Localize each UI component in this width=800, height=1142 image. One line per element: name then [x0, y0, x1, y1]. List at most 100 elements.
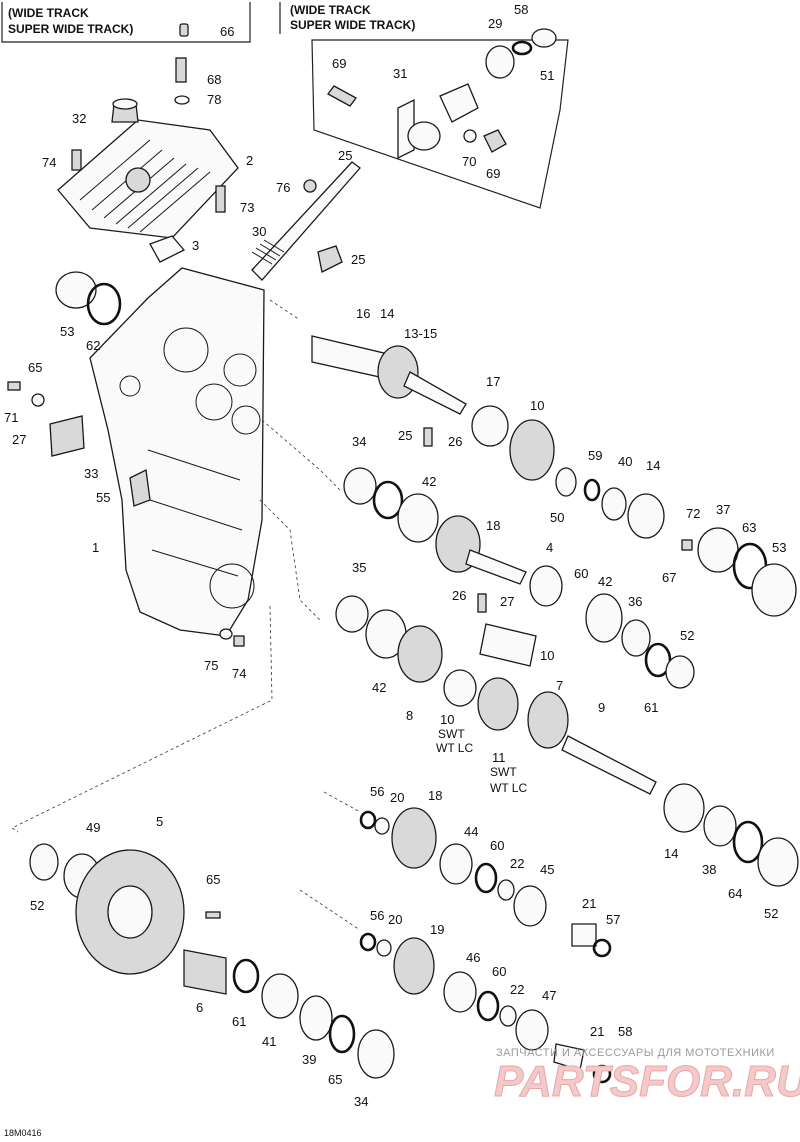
part-65-sensor [175, 57, 187, 83]
part-57-circlip [232, 958, 260, 994]
callout-34-b: 35 [352, 560, 366, 575]
part-20-washer-b [376, 939, 392, 957]
part-60-circlip-c [732, 820, 764, 864]
part-11-gear [509, 419, 555, 481]
callout-58: 60 [490, 838, 504, 853]
callout-50: 53 [772, 540, 786, 555]
inset-right-box: (WIDE TRACK SUPER WIDE TRACK) [279, 2, 569, 209]
part-12-gear [477, 677, 519, 731]
callout-14-b: 14 [646, 458, 660, 473]
callout-75: 78 [207, 92, 221, 107]
part-22-washer-b [499, 1005, 517, 1027]
callout-52: 56 [370, 784, 384, 799]
callout-25: 25 [398, 428, 412, 443]
part-49-cap [665, 655, 695, 689]
callout-1: 1 [92, 540, 99, 555]
variant-note-10-line2: WT LC [436, 741, 473, 755]
callout-24: 25 [351, 252, 365, 267]
part-50-cap [751, 563, 797, 617]
part-44-needle-bearing [555, 467, 577, 497]
part-23-shaft [251, 161, 361, 281]
part-76-housing [439, 83, 479, 123]
shift-shaft-assembly [251, 161, 361, 281]
part-64-bolt [681, 539, 693, 551]
callout-44: 50 [550, 510, 564, 525]
callout-67: 69 [486, 166, 500, 181]
callout-60-b: 63 [742, 520, 756, 535]
part-14-bearing-b [663, 783, 705, 833]
callout-21-b: 21 [590, 1024, 604, 1039]
callout-58-b: 60 [492, 964, 506, 979]
part-66-grommet [179, 23, 189, 37]
part-72-bolt [233, 635, 245, 647]
callout-4: 4 [546, 540, 553, 555]
part-46-seal [29, 843, 59, 881]
callout-labels: 68 78 32 2 74 73 76 25 3 30 25 69 31 29 … [4, 2, 786, 1109]
callout-19: 19 [430, 922, 444, 937]
part-47-cap [757, 837, 799, 887]
callout-25-b: 26 [452, 588, 466, 603]
callout-45: 51 [540, 68, 554, 83]
document-code: 18M0416 [4, 1128, 42, 1138]
part-53-oring-b [592, 1064, 612, 1084]
callout-39: 41 [262, 1034, 276, 1049]
callout-31: 32 [72, 111, 86, 126]
part-25-spring [423, 427, 433, 447]
callout-43: 49 [86, 820, 100, 835]
part-78-circlip [372, 480, 404, 520]
part-48-seal [55, 271, 97, 309]
callout-69-b: 72 [686, 506, 700, 521]
callout-26-b: 27 [500, 594, 514, 609]
callout-11: 10 [530, 398, 544, 413]
callout-62: 65 [206, 872, 220, 887]
variant-note-12-line2: WT LC [490, 781, 527, 795]
callout-14-c: 14 [664, 846, 678, 861]
part-45-bearing [531, 28, 557, 48]
part-54-oring [511, 40, 533, 56]
callout-38: 40 [618, 454, 632, 469]
callout-60-c: 64 [728, 886, 742, 901]
part-22-washer [497, 879, 515, 901]
part-7-gear [527, 691, 569, 749]
callout-27: 27 [12, 432, 26, 447]
callout-53-b: 58 [618, 1024, 632, 1039]
callout-9: 9 [598, 700, 605, 715]
callout-6: 6 [196, 1000, 203, 1015]
countershaft-assembly [311, 335, 665, 539]
part-70-bolt [215, 185, 226, 213]
callout-20: 20 [390, 790, 404, 805]
callout-36: 37 [716, 502, 730, 517]
output-shaft-assembly [335, 595, 799, 887]
part-24-fork [317, 245, 343, 273]
callout-21: 21 [582, 896, 596, 911]
callout-73: 75 [204, 658, 218, 673]
callout-23: 25 [338, 148, 352, 163]
callout-5: 5 [156, 814, 163, 829]
callout-65-inset: 69 [332, 56, 346, 71]
part-52-oring-b [359, 932, 377, 952]
part-42-bearing [439, 843, 473, 885]
callout-13-15: 13-15 [404, 326, 437, 341]
part-67-nut [483, 129, 507, 153]
part-35-washer [621, 619, 651, 657]
part-16-dog-clutch [471, 405, 509, 447]
callout-47: 52 [764, 906, 778, 921]
part-25-spring-b [477, 593, 487, 613]
part-28-housing [485, 45, 515, 79]
part-52-oring [359, 810, 377, 830]
callout-52-b: 56 [370, 908, 384, 923]
callout-53: 57 [606, 912, 620, 927]
callout-35: 36 [628, 594, 642, 609]
callout-57: 61 [232, 1014, 246, 1029]
part-65-inset-sensor [327, 85, 357, 107]
part-61-circlip [328, 1014, 356, 1054]
part-inset-ring [407, 121, 441, 151]
callout-12: 11 [492, 750, 506, 765]
callout-29: 30 [252, 224, 266, 239]
callout-18: 18 [428, 788, 442, 803]
callout-41: 42 [598, 574, 612, 589]
part-51-breather [129, 469, 151, 507]
part-29-spring [251, 239, 285, 265]
part-40-bearing [397, 493, 439, 543]
